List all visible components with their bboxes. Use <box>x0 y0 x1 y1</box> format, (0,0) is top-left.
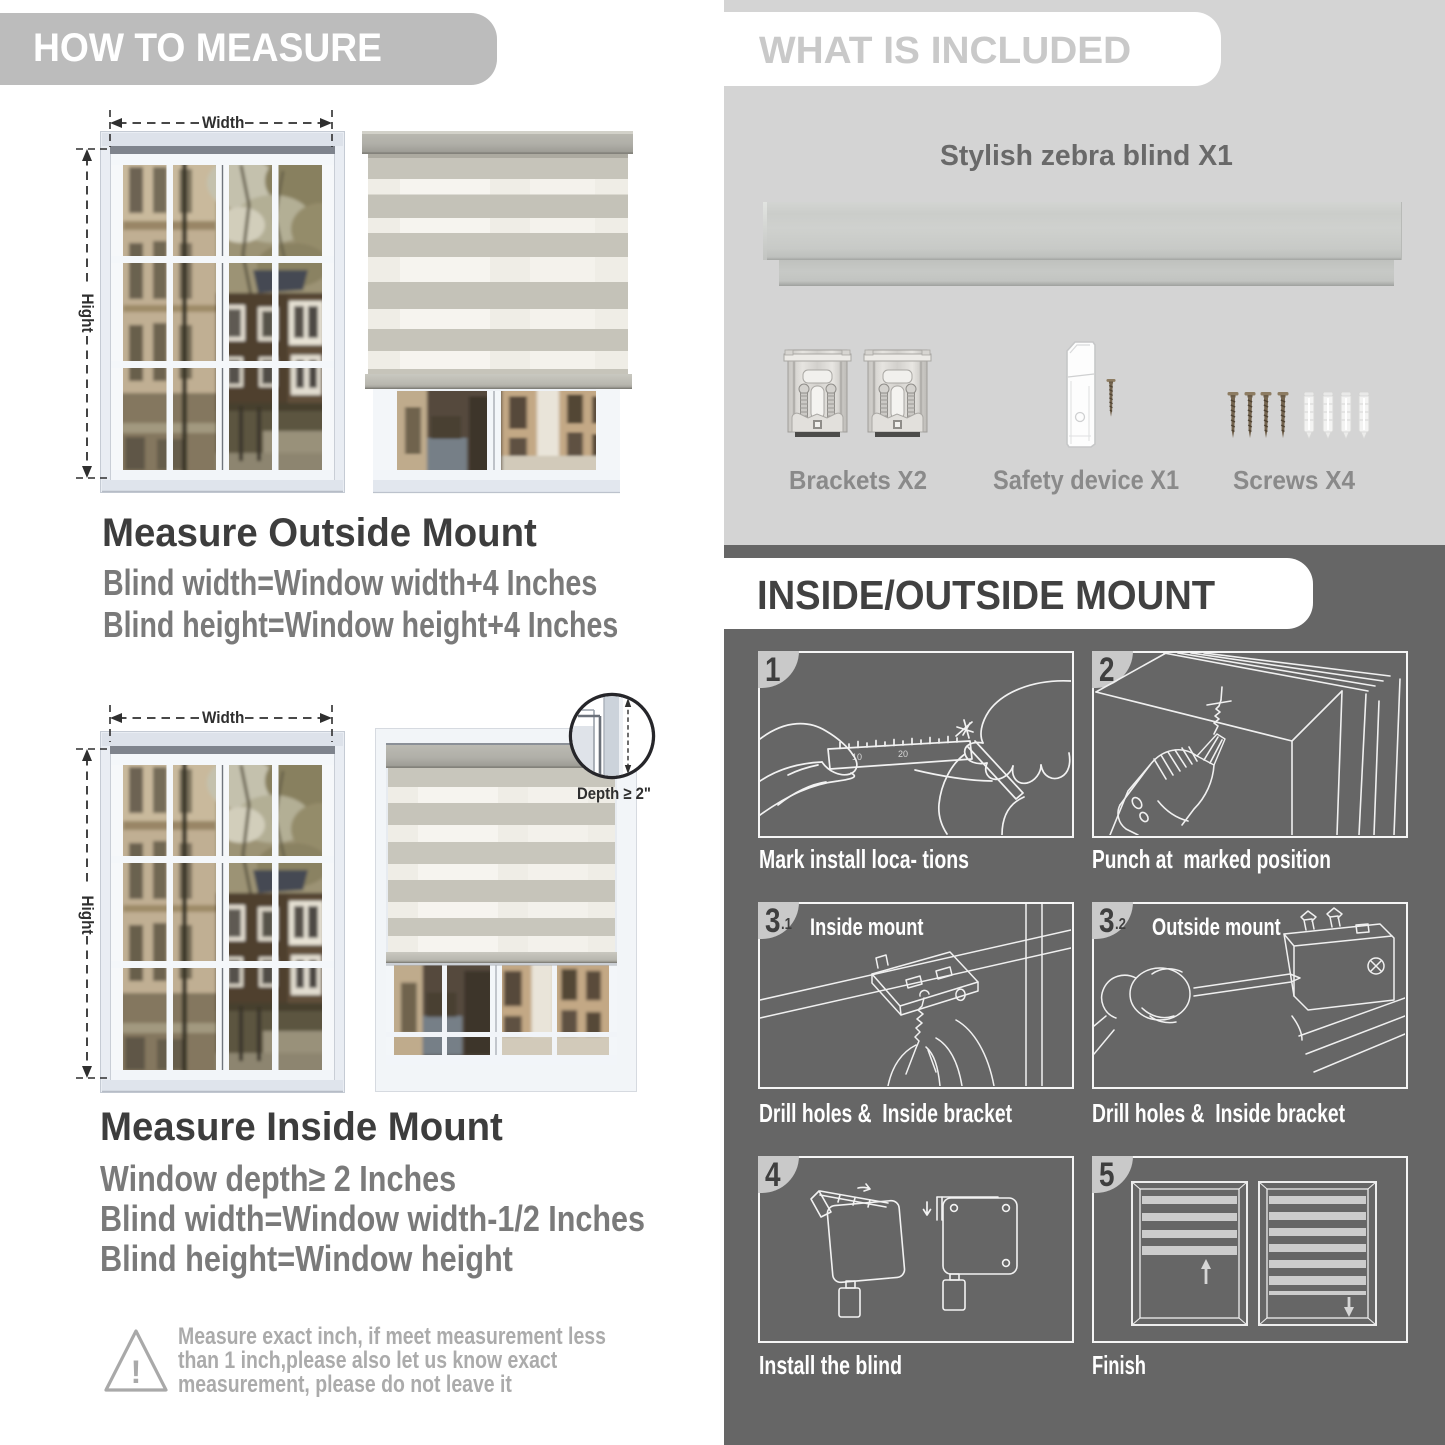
svg-text:20: 20 <box>898 749 908 759</box>
svg-text:10: 10 <box>852 752 862 762</box>
svg-text:!: ! <box>131 1354 142 1390</box>
